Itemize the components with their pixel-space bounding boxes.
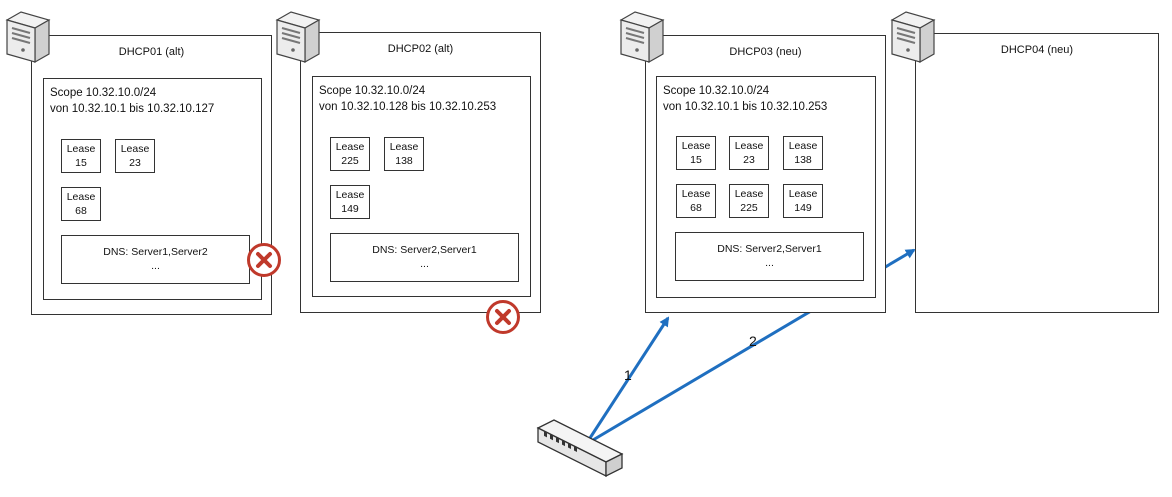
dns-options-box: DNS: Server2,Server1...: [675, 232, 864, 281]
scope-box: Scope 10.32.10.0/24 von 10.32.10.1 bis 1…: [43, 78, 262, 300]
server-title: DHCP04 (neu): [1000, 44, 1074, 56]
server-tower-icon: [890, 11, 936, 64]
scope-range: Scope 10.32.10.0/24: [319, 85, 426, 97]
server-dhcp03: DHCP03 (neu) Scope 10.32.10.0/24 von 10.…: [645, 35, 886, 313]
scope-pool: von 10.32.10.128 bis 10.32.10.253: [319, 101, 497, 113]
server-title: DHCP02 (alt): [387, 43, 454, 55]
scope-pool: von 10.32.10.1 bis 10.32.10.253: [663, 101, 828, 113]
scope-text: Scope 10.32.10.0/24 von 10.32.10.128 bis…: [319, 83, 496, 115]
error-x-icon: [486, 300, 520, 334]
scope-range: Scope 10.32.10.0/24: [663, 85, 770, 97]
server-dhcp02: DHCP02 (alt) Scope 10.32.10.0/24 von 10.…: [300, 32, 541, 313]
server-title: DHCP01 (alt): [118, 46, 185, 58]
server-dhcp01: DHCP01 (alt) Scope 10.32.10.0/24 von 10.…: [31, 35, 272, 315]
scope-pool: von 10.32.10.1 bis 10.32.10.127: [50, 103, 215, 115]
error-x-icon: [247, 243, 281, 277]
arrow-2-label: 2: [749, 333, 757, 349]
dns-options-box: DNS: Server2,Server1...: [330, 233, 519, 282]
scope-box: Scope 10.32.10.0/24 von 10.32.10.1 bis 1…: [656, 76, 876, 298]
scope-text: Scope 10.32.10.0/24 von 10.32.10.1 bis 1…: [50, 85, 214, 117]
server-tower-icon: [5, 11, 51, 64]
network-switch-icon: [536, 419, 624, 478]
server-tower-icon: [275, 11, 321, 64]
dns-options-box: DNS: Server1,Server2...: [61, 235, 250, 284]
scope-range: Scope 10.32.10.0/24: [50, 87, 157, 99]
server-title: DHCP03 (neu): [729, 46, 802, 58]
arrow-1-label: 1: [624, 367, 632, 383]
scope-box: Scope 10.32.10.0/24 von 10.32.10.128 bis…: [312, 76, 531, 297]
server-dhcp04: DHCP04 (neu): [915, 33, 1159, 313]
scope-text: Scope 10.32.10.0/24 von 10.32.10.1 bis 1…: [663, 83, 827, 115]
server-tower-icon: [619, 11, 665, 64]
